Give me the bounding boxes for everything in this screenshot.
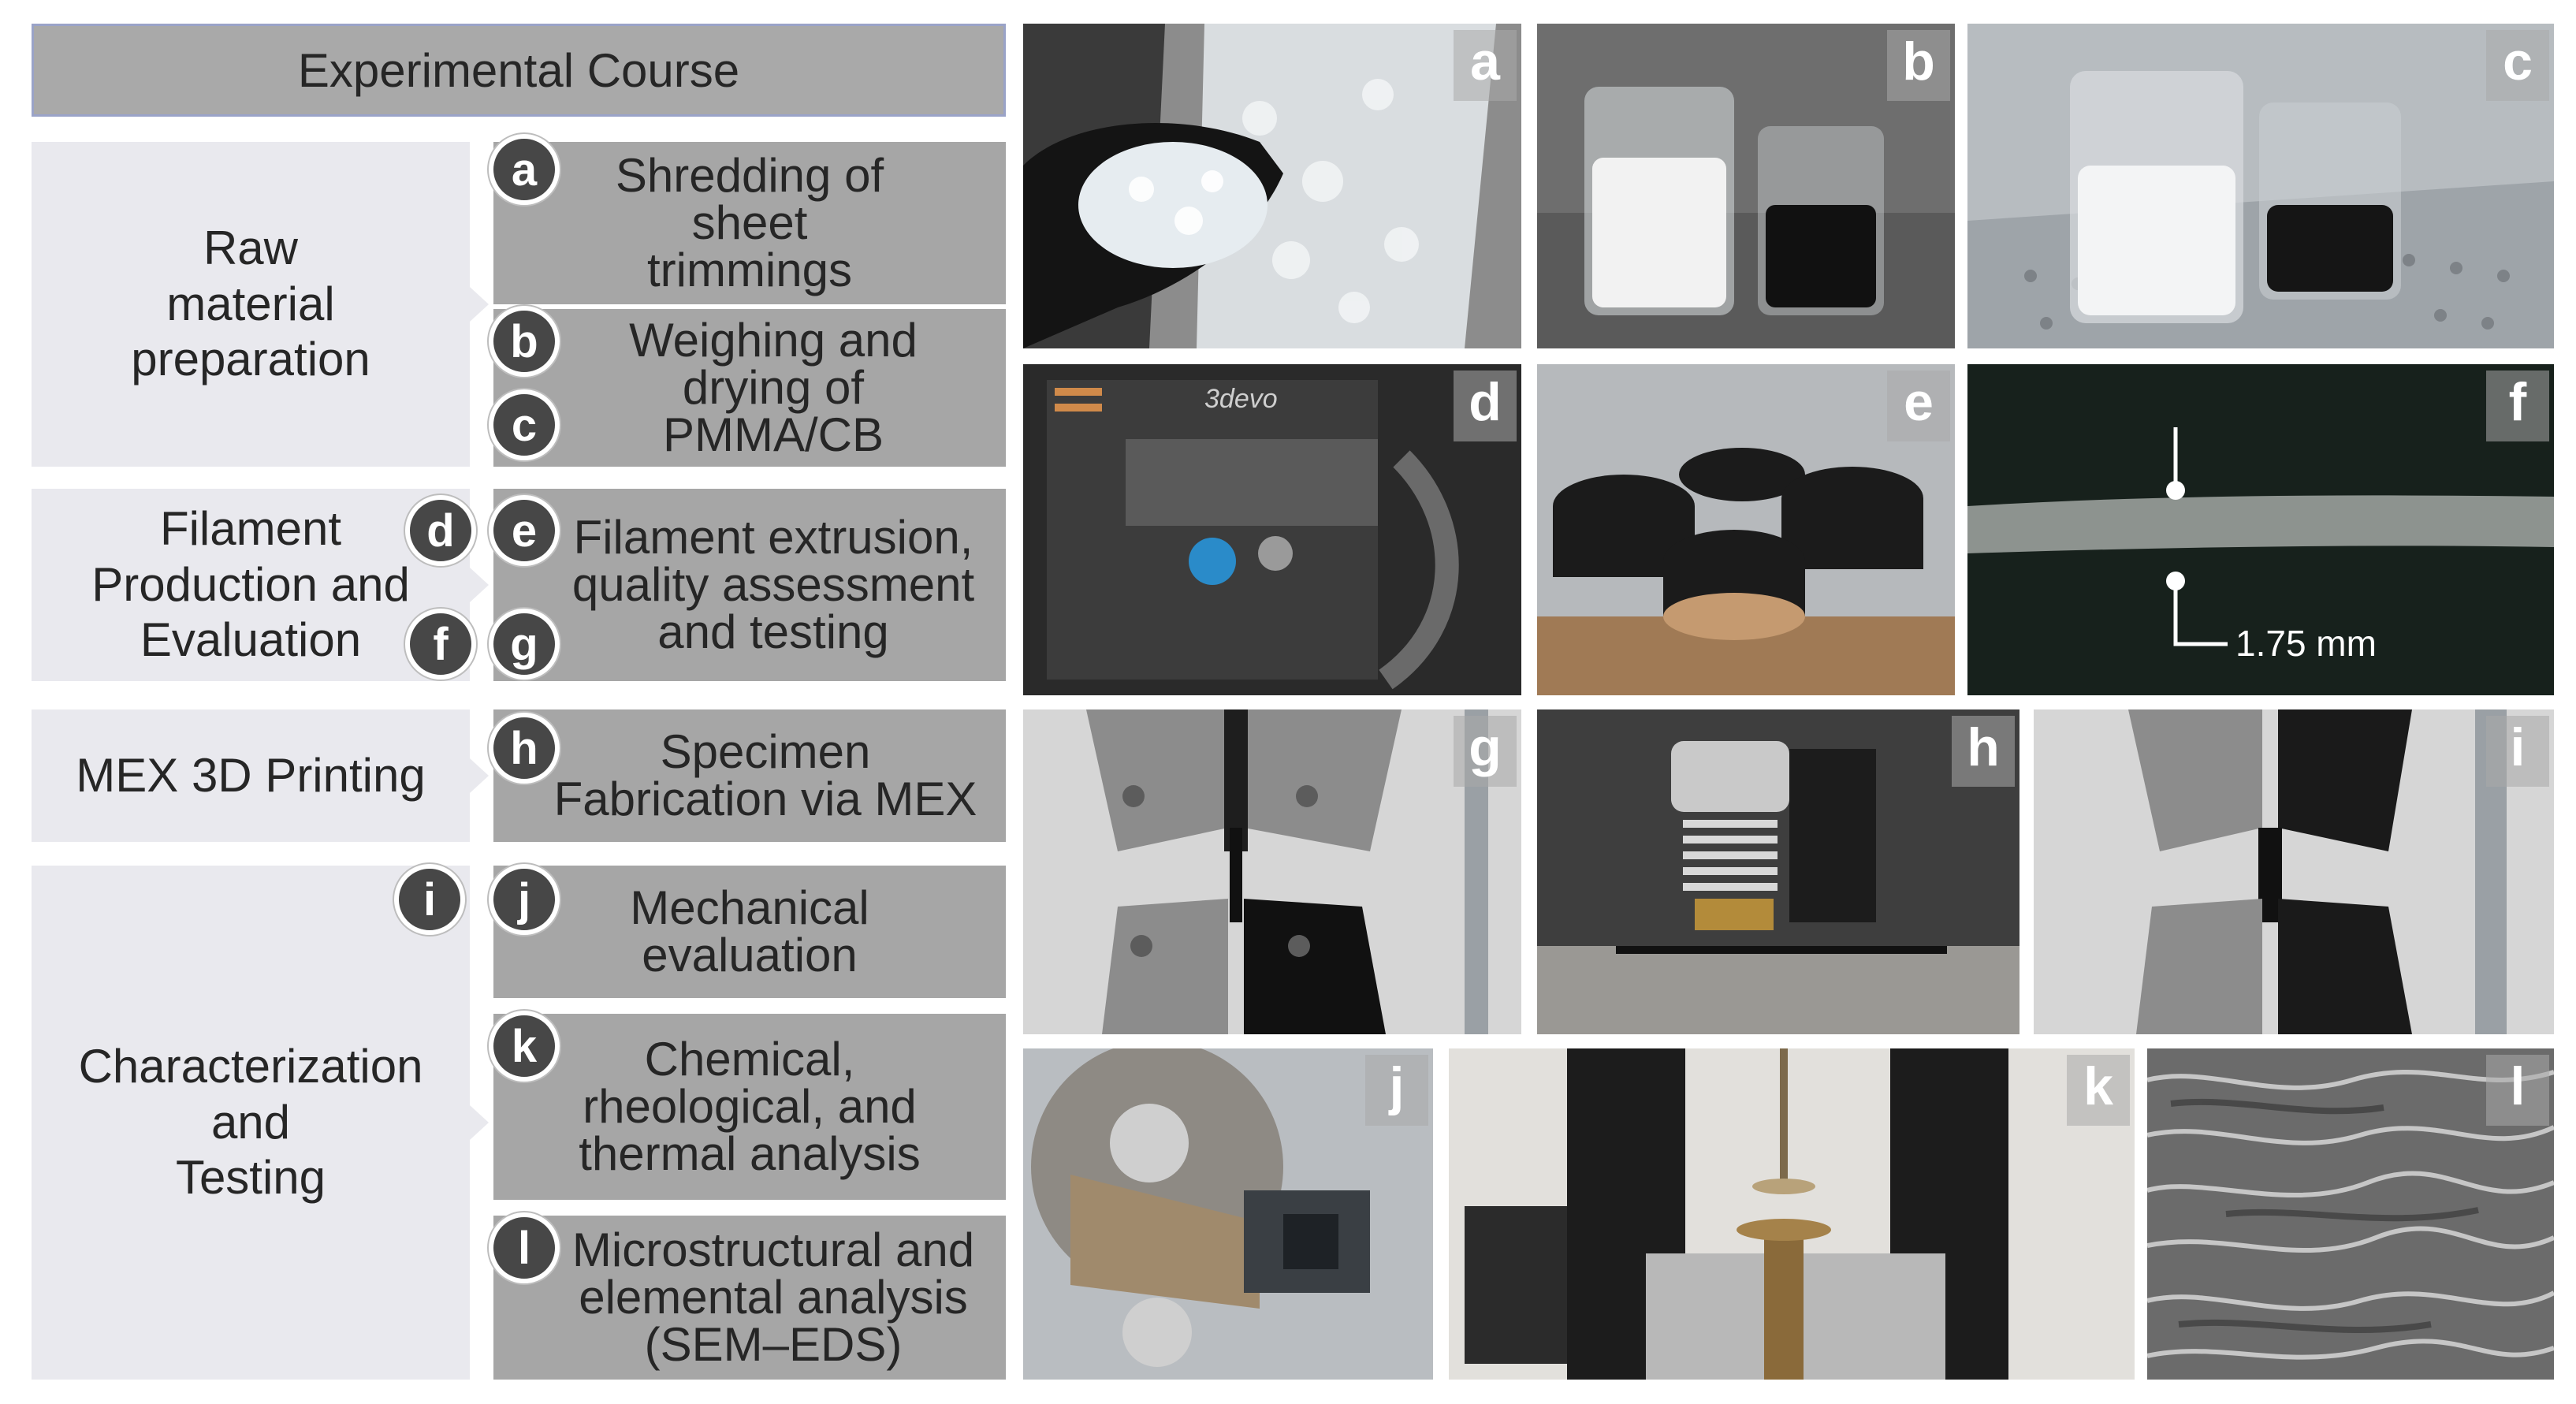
- badge-c: c: [489, 389, 560, 460]
- panel-letter: l: [2486, 1055, 2549, 1126]
- photo-filament-spools: e: [1537, 364, 1955, 695]
- badge-e: e: [489, 495, 560, 566]
- photo-3d-printing: h: [1537, 709, 2019, 1034]
- panel-letter: j: [1365, 1055, 1428, 1126]
- photo-impact-test: j: [1023, 1048, 1433, 1380]
- step-label: Weighing and drying of PMMA/CB: [629, 314, 918, 461]
- diameter-label: 1.75 mm: [2235, 623, 2377, 664]
- panel-letter: h: [1952, 716, 2015, 787]
- photo-sem-image: l: [2147, 1048, 2554, 1380]
- badge-l: l: [489, 1212, 560, 1283]
- panel-letter: c: [2486, 30, 2549, 101]
- step-filament-extrusion: Filament extrusion, quality assessment a…: [493, 489, 1006, 681]
- photo-extruder: 3devo d: [1023, 364, 1521, 695]
- step-label: Filament extrusion, quality assessment a…: [571, 511, 975, 658]
- panel-letter: e: [1887, 371, 1950, 441]
- photo-tensile-test: g: [1023, 709, 1521, 1034]
- category-raw-material: Raw material preparation: [32, 142, 470, 467]
- badge-a: a: [489, 134, 560, 205]
- connector-arrow: [470, 568, 489, 602]
- photo-filament-diameter: 1.75 mm f: [1967, 364, 2554, 695]
- category-label: Filament Production and Evaluation: [91, 501, 410, 667]
- badge-h: h: [489, 713, 560, 784]
- step-label: Specimen Fabrication via MEX: [553, 725, 977, 825]
- category-label: Raw material preparation: [131, 221, 370, 386]
- panel-letter: i: [2486, 716, 2549, 787]
- step-label: Microstructural and elemental analysis (…: [571, 1223, 975, 1371]
- step-weighing-drying: Weighing and drying of PMMA/CB: [493, 309, 1006, 467]
- badge-d: d: [405, 495, 476, 566]
- step-mechanical: Mechanical evaluation: [493, 866, 1006, 998]
- experimental-course-header: Experimental Course: [32, 24, 1006, 117]
- badge-b: b: [489, 306, 560, 377]
- category-mex: MEX 3D Printing: [32, 709, 470, 842]
- panel-letter: k: [2067, 1055, 2130, 1126]
- photo-beakers: b: [1537, 24, 1955, 348]
- category-label: Characterization and Testing: [78, 1039, 423, 1205]
- photo-tensile-fracture: i: [2034, 709, 2554, 1034]
- badge-f: f: [405, 609, 476, 680]
- category-label: MEX 3D Printing: [76, 748, 426, 802]
- badge-j: j: [489, 864, 560, 935]
- photo-rheometer: k: [1449, 1048, 2135, 1380]
- photo-shredded-flakes: a: [1023, 24, 1521, 348]
- step-label: Chemical, rheological, and thermal analy…: [579, 1033, 921, 1180]
- extruder-brand-text: 3devo: [1204, 384, 1278, 414]
- panel-letter: b: [1887, 30, 1950, 101]
- panel-letter: a: [1454, 30, 1517, 101]
- badge-g: g: [489, 609, 560, 680]
- panel-letter: g: [1454, 716, 1517, 787]
- step-specimen-fabrication: Specimen Fabrication via MEX: [493, 709, 1006, 842]
- category-filament: Filament Production and Evaluation: [32, 489, 470, 681]
- photo-oven-drying: c: [1967, 24, 2554, 348]
- badge-i: i: [394, 864, 465, 935]
- step-shredding: Shredding of sheet trimmings: [493, 142, 1006, 304]
- panel-letter: f: [2486, 371, 2549, 441]
- connector-arrow: [470, 287, 489, 322]
- header-title: Experimental Course: [297, 43, 740, 97]
- step-chemical-thermal: Chemical, rheological, and thermal analy…: [493, 1014, 1006, 1200]
- badge-k: k: [489, 1011, 560, 1082]
- step-label: Mechanical evaluation: [630, 881, 869, 981]
- step-label: Shredding of sheet trimmings: [615, 149, 884, 296]
- category-characterization: Characterization and Testing: [32, 866, 470, 1380]
- connector-arrow: [470, 758, 489, 793]
- panel-letter: d: [1454, 371, 1517, 441]
- connector-arrow: [470, 1105, 489, 1140]
- step-microstructural: Microstructural and elemental analysis (…: [493, 1216, 1006, 1380]
